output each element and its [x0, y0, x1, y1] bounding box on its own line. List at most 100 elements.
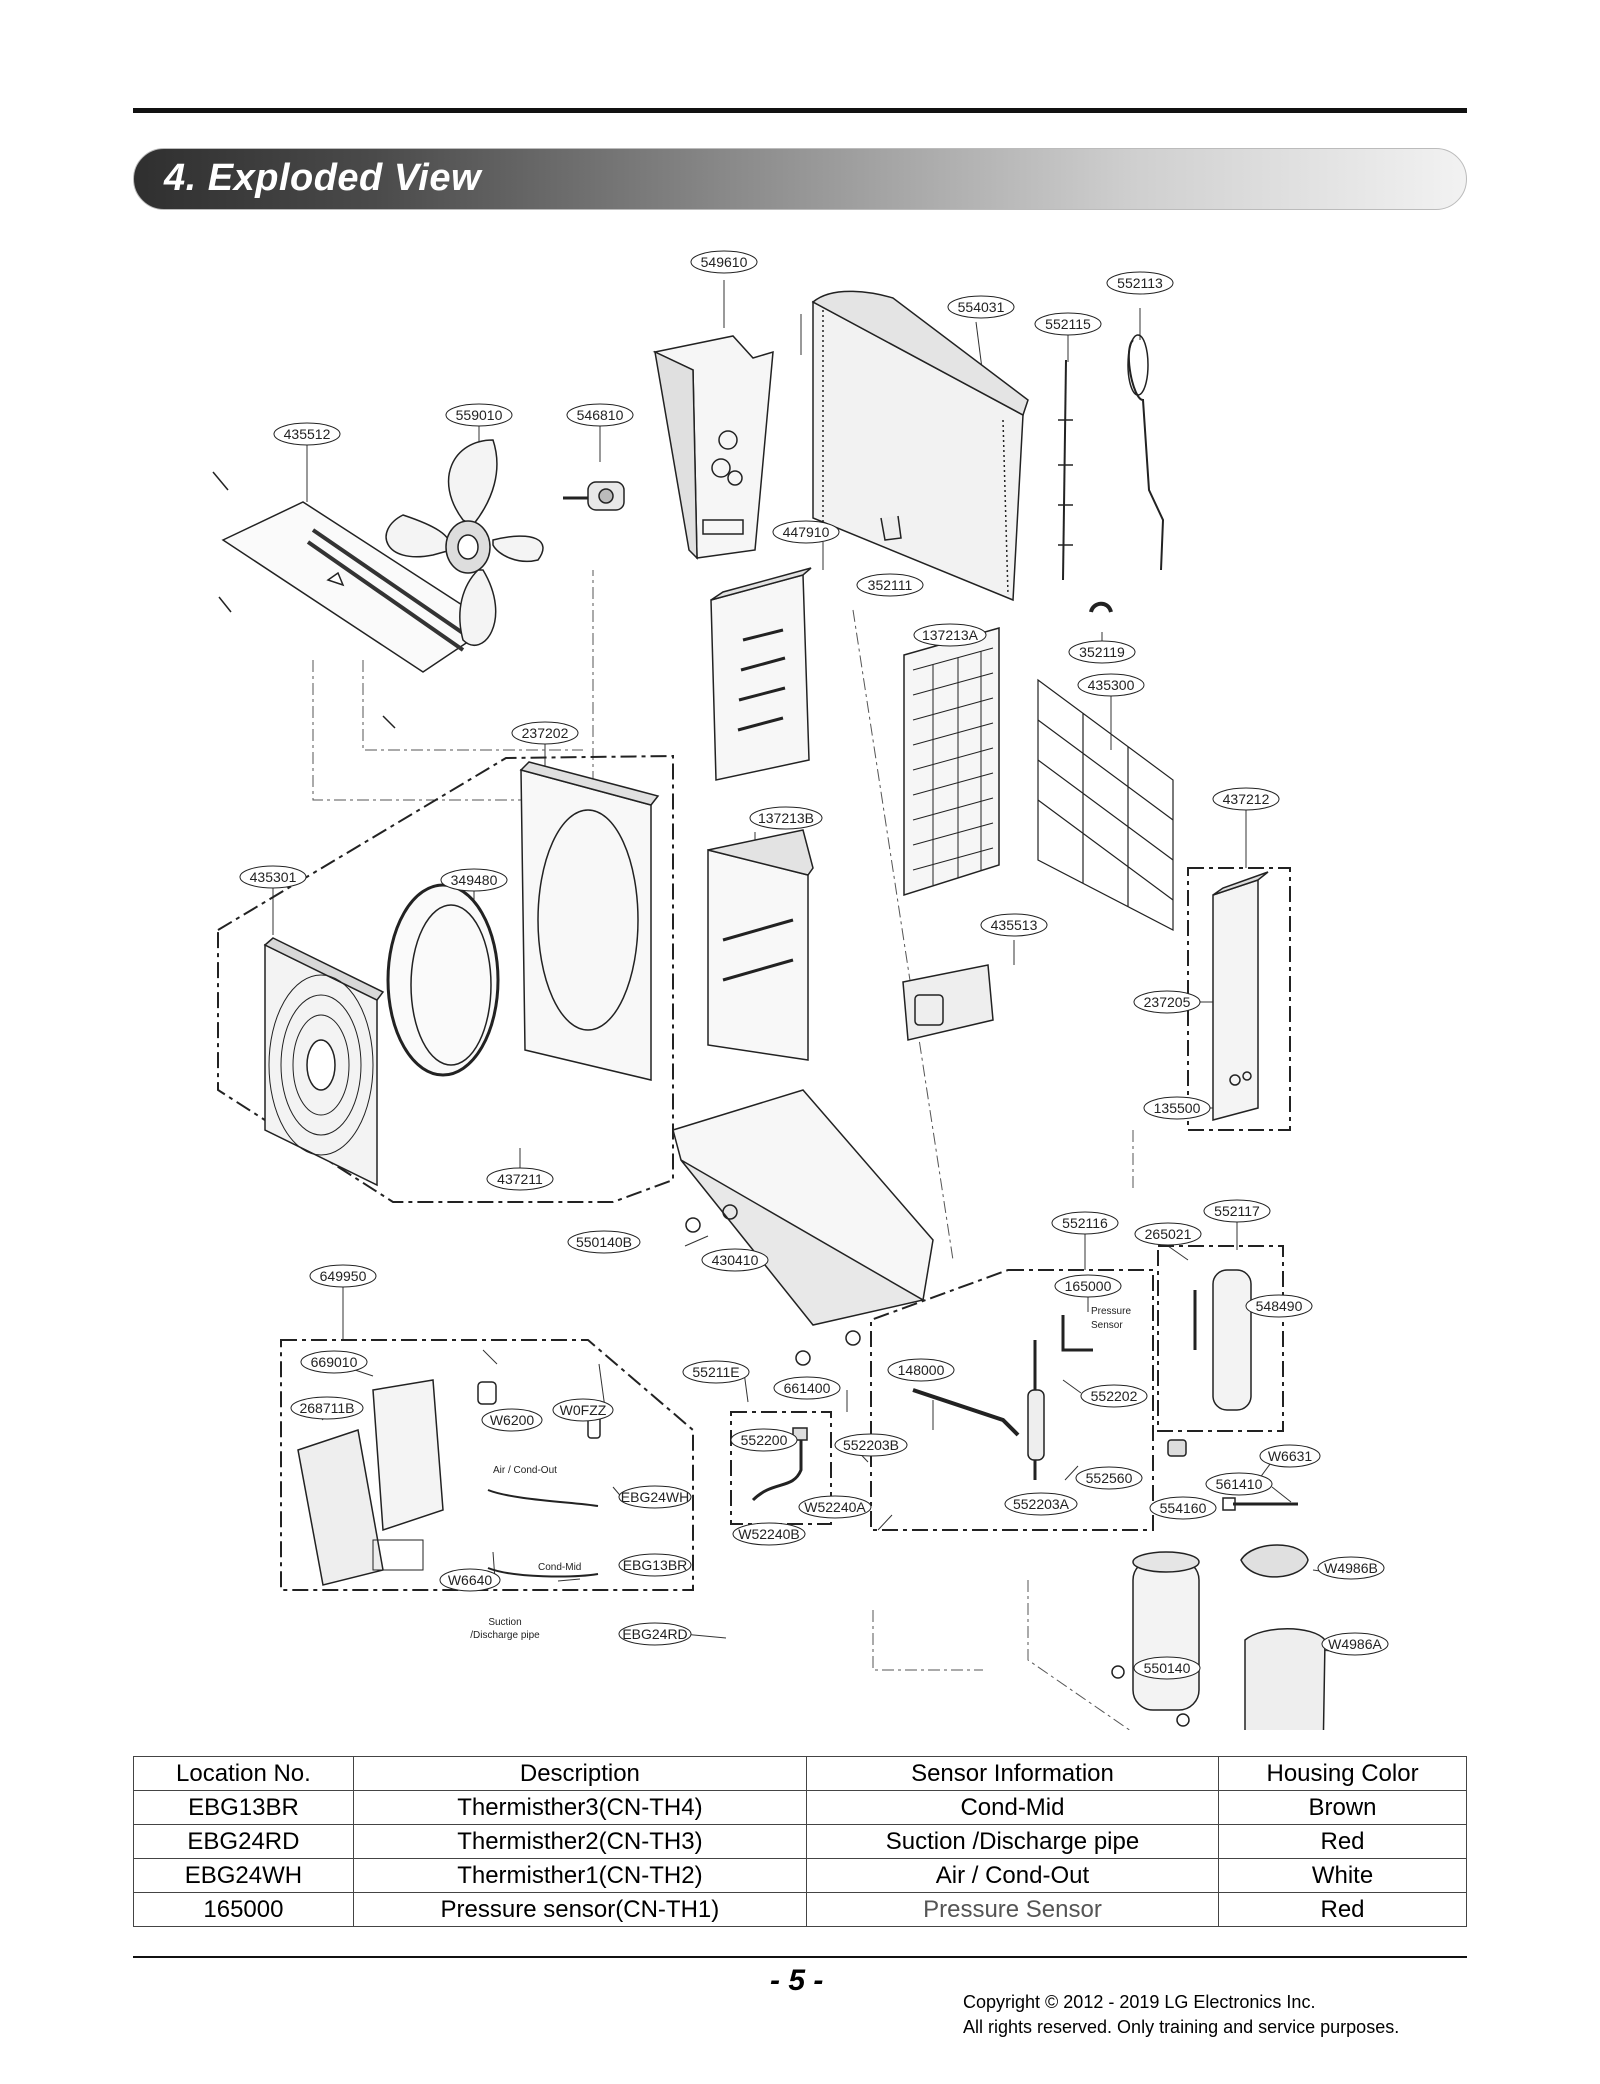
svg-text:148000: 148000 — [898, 1362, 945, 1378]
svg-text:W0FZZ: W0FZZ — [560, 1402, 607, 1418]
propeller-fan-part — [385, 439, 544, 646]
table-cell: White — [1218, 1858, 1467, 1893]
svg-text:EBG24WH: EBG24WH — [621, 1489, 689, 1505]
part-label: 135500 — [1143, 1096, 1211, 1120]
part-label: 546810 — [566, 403, 634, 427]
part-label: W52240B — [732, 1522, 806, 1546]
part-label: 669010 — [300, 1350, 368, 1374]
svg-text:137213B: 137213B — [758, 810, 814, 826]
part-label: 435300 — [1077, 673, 1145, 697]
part-label: 552113 — [1106, 271, 1174, 295]
base-pan-part — [672, 1089, 934, 1366]
note-pressure-2: Sensor — [1091, 1320, 1123, 1331]
piping-group-552116 — [870, 1269, 1154, 1531]
bottom-rule — [133, 1956, 1467, 1958]
svg-text:447910: 447910 — [783, 524, 830, 540]
col-location-no: Location No. — [133, 1756, 354, 1791]
svg-text:435513: 435513 — [991, 917, 1038, 933]
part-label: EBG24WH — [618, 1485, 692, 1509]
table-cell: Red — [1218, 1892, 1467, 1927]
svg-text:550140B: 550140B — [576, 1234, 632, 1250]
part-label: 552203A — [1004, 1492, 1078, 1516]
svg-text:55211E: 55211E — [692, 1364, 739, 1380]
table-cell: Red — [1218, 1824, 1467, 1859]
svg-text:552202: 552202 — [1091, 1388, 1138, 1404]
part-label: 552203B — [834, 1433, 908, 1457]
part-label: W0FZZ — [552, 1398, 614, 1422]
col-sensor-information: Sensor Information — [805, 1756, 1220, 1791]
svg-text:552115: 552115 — [1045, 316, 1091, 332]
part-label: W6631 — [1259, 1444, 1321, 1468]
part-label: 435512 — [273, 422, 341, 446]
svg-text:554031: 554031 — [958, 299, 1005, 315]
sensor-table: Location No. Description Sensor Informat… — [133, 1756, 1467, 1927]
note-suction-1: Suction — [488, 1617, 521, 1628]
part-label: 352111 — [856, 573, 924, 597]
part-label: W6200 — [481, 1408, 543, 1432]
svg-text:352119: 352119 — [1079, 644, 1125, 660]
svg-text:W6631: W6631 — [1268, 1448, 1313, 1464]
front-grille-part — [263, 937, 385, 1187]
piping-parts — [1058, 334, 1165, 581]
part-label: 552202 — [1080, 1384, 1148, 1408]
table-row: EBG24WH Thermisther1(CN-TH2) Air / Cond-… — [133, 1858, 1467, 1893]
svg-text:W52240A: W52240A — [804, 1499, 866, 1515]
svg-text:237202: 237202 — [522, 725, 569, 741]
elbow-352119-part — [1089, 601, 1113, 613]
svg-text:265021: 265021 — [1145, 1226, 1192, 1242]
table-cell: EBG13BR — [133, 1790, 354, 1825]
svg-text:349480: 349480 — [451, 872, 498, 888]
note-air-cond-out: Air / Cond-Out — [493, 1465, 557, 1476]
part-label: 137213A — [913, 623, 987, 647]
motor-bracket-part — [652, 335, 774, 560]
page-number: - 5 - — [770, 1964, 824, 1997]
part-label: W4986B — [1317, 1556, 1385, 1580]
copyright-line-2: All rights reserved. Only training and s… — [963, 2017, 1400, 2037]
part-label: 268711B — [290, 1396, 364, 1420]
compressor-part — [1111, 1551, 1200, 1727]
svg-text:552203B: 552203B — [843, 1437, 899, 1453]
table-cell: Pressure Sensor — [805, 1892, 1220, 1927]
part-label: 435513 — [980, 913, 1048, 937]
table-cell: Pressure sensor(CN-TH1) — [352, 1892, 807, 1927]
part-label: W6640 — [439, 1568, 501, 1592]
front-panel-part — [519, 761, 660, 1081]
table-cell: Thermisther1(CN-TH2) — [352, 1858, 807, 1893]
col-description: Description — [352, 1756, 807, 1791]
svg-text:165000: 165000 — [1065, 1278, 1112, 1294]
exploded-view-diagram: 549610 554031 552113 552115 435512 55901… — [212, 250, 1389, 1730]
part-label: 548490 — [1245, 1294, 1313, 1318]
svg-text:268711B: 268711B — [299, 1400, 354, 1416]
table-row: 165000 Pressure sensor(CN-TH1) Pressure … — [133, 1892, 1467, 1927]
front-panel-group — [217, 754, 674, 1203]
compressor-group-552117 — [1157, 1245, 1284, 1432]
control-box-group — [280, 1339, 694, 1591]
svg-text:352111: 352111 — [868, 577, 913, 593]
svg-text:552200: 552200 — [741, 1432, 788, 1448]
sensor-notes: Pressure Sensor Air / Cond-Out Cond-Mid … — [470, 1306, 1131, 1641]
table-row: EBG13BR Thermisther3(CN-TH4) Cond-Mid Br… — [133, 1790, 1467, 1825]
control-box-part — [902, 964, 994, 1041]
svg-text:649950: 649950 — [320, 1268, 367, 1284]
part-label: 552560 — [1075, 1466, 1143, 1490]
rear-wire-guard-part — [1037, 678, 1174, 931]
svg-text:W6200: W6200 — [490, 1412, 535, 1428]
svg-text:437211: 437211 — [497, 1171, 543, 1187]
guide-lines — [312, 570, 1134, 1730]
bell-mouth-part — [386, 883, 500, 1077]
part-label: 437211 — [486, 1167, 554, 1191]
svg-text:549610: 549610 — [701, 254, 748, 270]
svg-text:435300: 435300 — [1088, 677, 1135, 693]
condenser-coil-part — [811, 290, 1029, 602]
part-label: 148000 — [887, 1358, 955, 1382]
svg-text:437212: 437212 — [1223, 791, 1270, 807]
svg-text:552113: 552113 — [1117, 275, 1163, 291]
part-label: 559010 — [445, 403, 513, 427]
svg-text:W52240B: W52240B — [738, 1526, 799, 1542]
part-label: 237205 — [1133, 990, 1201, 1014]
part-label: 550140B — [567, 1230, 641, 1254]
part-label: 661400 — [773, 1376, 841, 1400]
part-label: 552115 — [1034, 312, 1102, 336]
section-title: 4. Exploded View — [164, 157, 482, 199]
svg-text:435512: 435512 — [284, 426, 331, 442]
